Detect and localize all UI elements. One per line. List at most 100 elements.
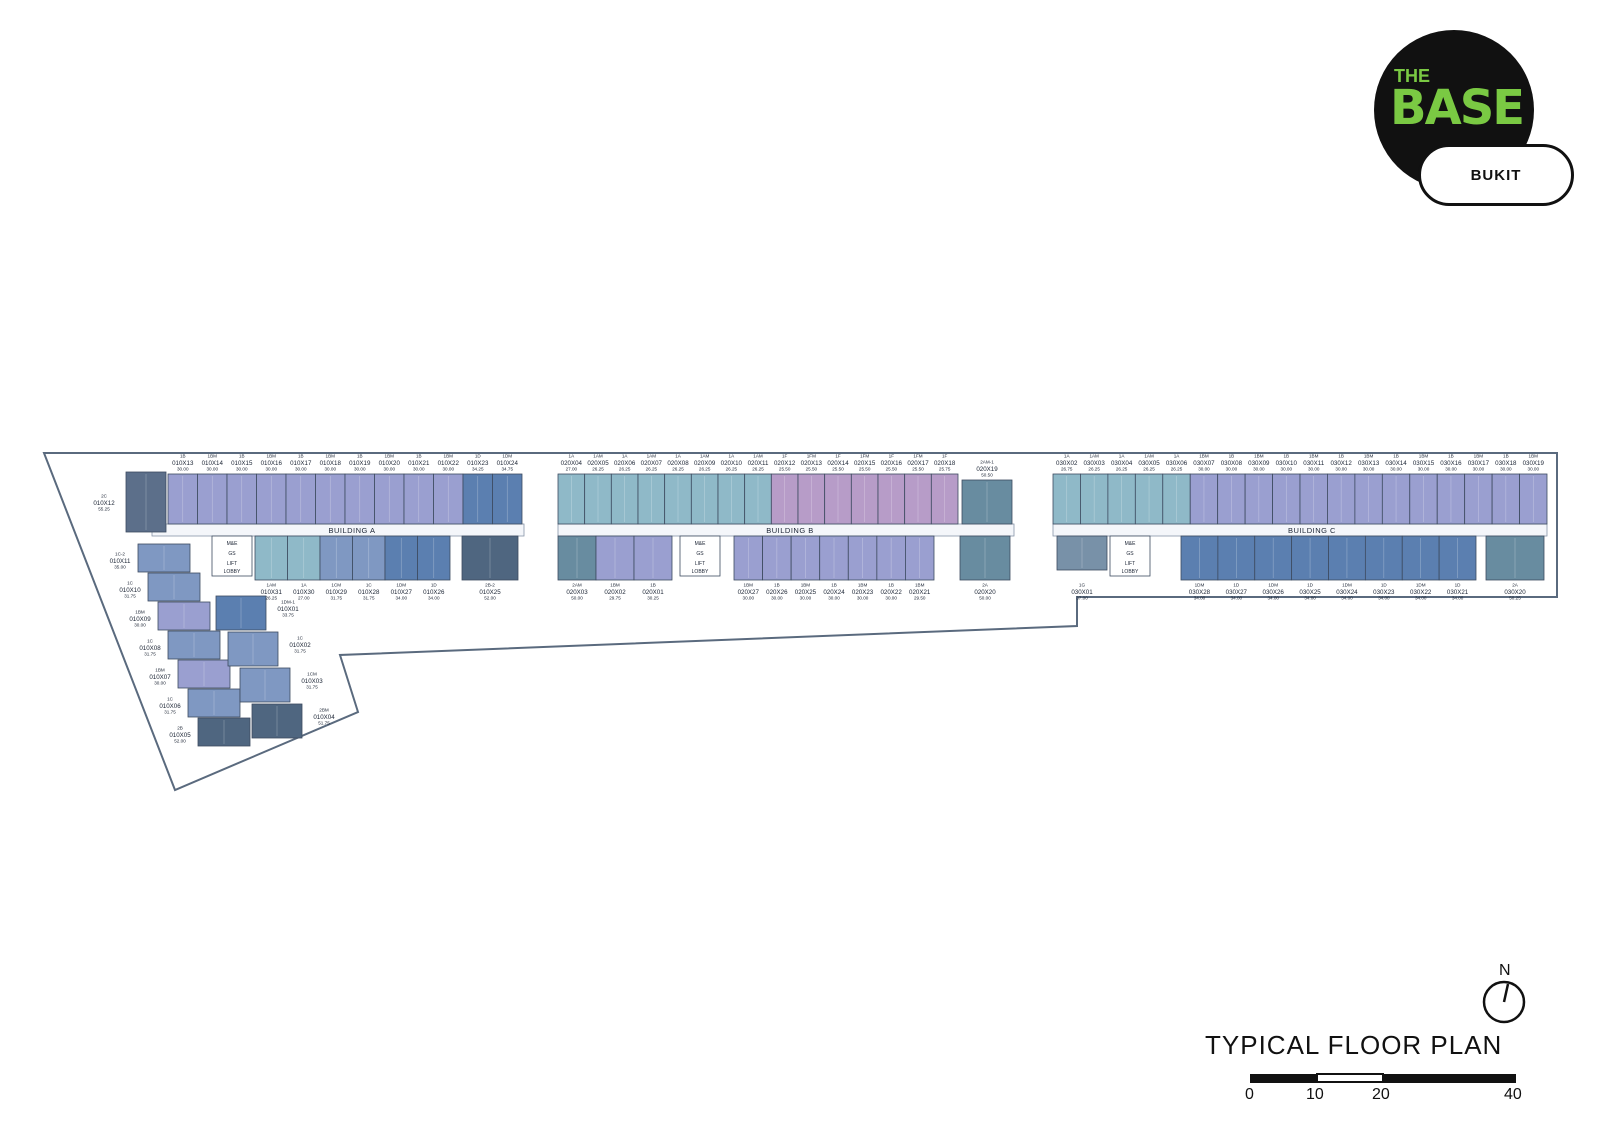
unit-010X03[interactable]: [239, 667, 291, 703]
unit-020X22[interactable]: [876, 535, 906, 581]
unit-030X01[interactable]: [1056, 535, 1108, 571]
unit-030X02[interactable]: [1052, 473, 1081, 525]
unit-030X14[interactable]: [1381, 473, 1411, 525]
unit-010X23[interactable]: [462, 473, 493, 525]
unit-010X27[interactable]: [384, 535, 418, 581]
unit-020X16[interactable]: [877, 473, 906, 525]
unit-010X29[interactable]: [319, 535, 353, 581]
a-bot-code-010X28: 010X28: [358, 589, 380, 596]
unit-020X21[interactable]: [905, 535, 935, 581]
unit-030X06[interactable]: [1162, 473, 1191, 525]
unit-010X28[interactable]: [352, 535, 386, 581]
unit-030X12[interactable]: [1327, 473, 1356, 525]
unit-010X25[interactable]: [461, 535, 519, 581]
unit-030X05[interactable]: [1134, 473, 1164, 525]
unit-030X23[interactable]: [1364, 535, 1403, 581]
unit-010X18[interactable]: [315, 473, 346, 525]
unit-030X21[interactable]: [1438, 535, 1477, 581]
unit-020X20[interactable]: [959, 535, 1011, 581]
unit-020X01[interactable]: [633, 535, 673, 581]
unit-030X26[interactable]: [1254, 535, 1293, 581]
unit-020X15[interactable]: [850, 473, 879, 525]
unit-010X05[interactable]: [197, 717, 251, 747]
unit-010X08[interactable]: [167, 630, 221, 660]
unit-030X28[interactable]: [1180, 535, 1219, 581]
unit-020X19[interactable]: [961, 479, 1013, 525]
b-bot-area-020X24: 30.00: [828, 595, 840, 600]
unit-010X22[interactable]: [433, 473, 464, 525]
a-top-code-010X13: 010X13: [172, 460, 194, 467]
unit-020X25[interactable]: [790, 535, 821, 581]
unit-020X02[interactable]: [595, 535, 635, 581]
unit-030X11[interactable]: [1299, 473, 1328, 525]
a-bot-code-010X25: 010X25: [479, 589, 501, 596]
unit-010X30[interactable]: [287, 535, 321, 581]
unit-020X10[interactable]: [717, 473, 746, 525]
unit-010X14[interactable]: [197, 473, 228, 525]
unit-020X23[interactable]: [847, 535, 878, 581]
b-top-code-020X13: 020X13: [801, 460, 823, 467]
unit-010X04[interactable]: [251, 703, 303, 739]
b-top-type-020X10: 1A: [729, 454, 736, 459]
unit-030X08[interactable]: [1217, 473, 1246, 525]
unit-020X14[interactable]: [824, 473, 852, 525]
unit-020X03[interactable]: [557, 535, 597, 581]
unit-020X11[interactable]: [744, 473, 772, 525]
unit-030X07[interactable]: [1189, 473, 1219, 525]
unit-020X24[interactable]: [819, 535, 849, 581]
unit-010X15[interactable]: [226, 473, 257, 525]
c-top-code-030X14: 030X14: [1385, 460, 1407, 467]
unit-020X09[interactable]: [690, 473, 719, 525]
b-top-code-020X06: 020X06: [614, 460, 636, 467]
unit-030X09[interactable]: [1244, 473, 1273, 525]
unit-010X06[interactable]: [187, 688, 241, 718]
unit-030X22[interactable]: [1401, 535, 1440, 581]
c-bot-type-030X27: 1D: [1233, 583, 1240, 588]
unit-020X06[interactable]: [610, 473, 639, 525]
a-wing-l-area-010X08: 31.75: [144, 651, 156, 656]
a-wing-l-code-010X09: 010X09: [129, 616, 151, 623]
unit-020X12[interactable]: [770, 473, 799, 525]
unit-020X18[interactable]: [930, 473, 959, 525]
unit-010X17[interactable]: [285, 473, 316, 525]
a-top-area-010X24: 34.75: [502, 466, 514, 471]
unit-020X05[interactable]: [584, 473, 612, 525]
unit-010X26[interactable]: [417, 535, 451, 581]
unit-010X31[interactable]: [254, 535, 288, 581]
unit-010X01[interactable]: [215, 595, 267, 631]
unit-010X11[interactable]: [137, 543, 191, 573]
unit-030X03[interactable]: [1080, 473, 1109, 525]
b-bot-area-020X25: 30.00: [800, 595, 812, 600]
unit-020X17[interactable]: [904, 473, 932, 525]
unit-030X15[interactable]: [1409, 473, 1438, 525]
unit-020X13[interactable]: [797, 473, 826, 525]
unit-030X17[interactable]: [1464, 473, 1493, 525]
unit-030X20[interactable]: [1485, 535, 1545, 581]
unit-030X27[interactable]: [1217, 535, 1256, 581]
unit-010X13[interactable]: [167, 473, 198, 525]
unit-010X20[interactable]: [374, 473, 405, 525]
unit-010X24[interactable]: [492, 473, 523, 525]
unit-020X26[interactable]: [762, 535, 792, 581]
unit-010X02[interactable]: [227, 631, 279, 667]
a-top-area-010X19: 30.00: [354, 466, 366, 471]
unit-020X07[interactable]: [637, 473, 666, 525]
unit-030X25[interactable]: [1291, 535, 1329, 581]
b-top-code-020X04: 020X04: [561, 460, 583, 467]
unit-010X07[interactable]: [177, 659, 231, 689]
unit-030X24[interactable]: [1328, 535, 1366, 581]
unit-010X21[interactable]: [403, 473, 434, 525]
b-top-type-020X18: 1F: [942, 454, 948, 459]
unit-030X13[interactable]: [1354, 473, 1383, 525]
a-top-code-010X24: 010X24: [497, 460, 519, 467]
unit-010X10[interactable]: [147, 572, 201, 602]
unit-010X19[interactable]: [344, 473, 375, 525]
unit-030X10[interactable]: [1272, 473, 1301, 525]
unit-030X19[interactable]: [1519, 473, 1548, 525]
unit-010X12[interactable]: [125, 471, 167, 533]
units-layer: [125, 471, 1548, 747]
c-bot-area-030X01: 37.00: [1076, 595, 1088, 600]
a-bot-area-010X29: 31.75: [331, 595, 343, 600]
b-top-area-020X08: 26.25: [672, 466, 684, 471]
unit-010X09[interactable]: [157, 601, 211, 631]
